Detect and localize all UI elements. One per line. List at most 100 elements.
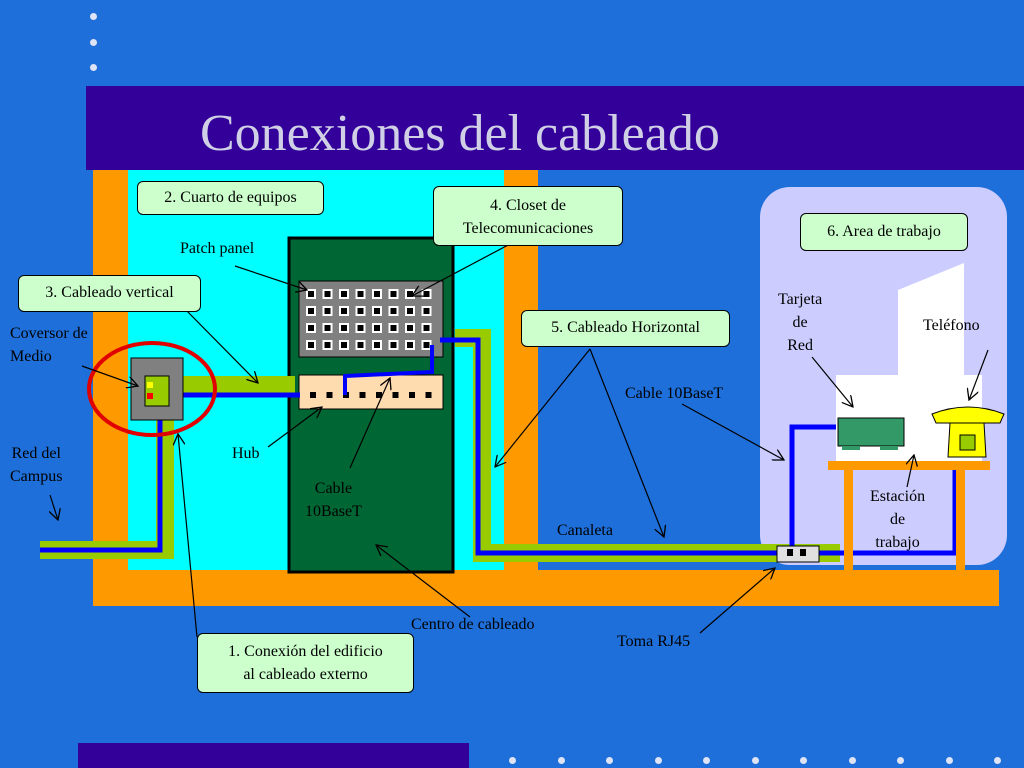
arrow: [81, 365, 138, 386]
converter-module: [144, 375, 170, 407]
label-campus-network-line1: Red del: [11, 445, 61, 462]
patch-port-jack: [324, 342, 331, 348]
label-workstation-line1: Estación: [870, 488, 926, 505]
patch-port-jack: [357, 308, 364, 314]
patch-port-jack: [374, 342, 380, 348]
label-cable-rack-line2: 10BaseT: [305, 503, 362, 520]
label-telephone: Teléfono: [923, 317, 980, 334]
arrow: [495, 348, 591, 467]
patch-port-jack: [357, 342, 364, 348]
patch-port-jack: [407, 308, 413, 314]
label-rj45-outlet: Toma RJ45: [617, 633, 691, 650]
computer-monitor: [898, 263, 964, 375]
footer-dot: [654, 757, 662, 764]
callout-telecom-closet: 4. Closet de Telecomunicaciones: [433, 186, 623, 246]
external-connection-highlight: [87, 341, 217, 437]
patch-port-jack: [308, 291, 314, 297]
arrow: [811, 356, 853, 407]
callout-external-connection: 1. Conexión del edificio al cableado ext…: [197, 633, 414, 693]
footer-bar: [78, 743, 469, 768]
footer-dot: [751, 757, 759, 764]
footer-dot: [848, 757, 856, 764]
arrow: [907, 455, 914, 488]
label-campus-network: Red del Campus: [10, 442, 62, 488]
patch-port-jack: [357, 291, 364, 297]
patch-port-jack: [423, 308, 430, 314]
label-network-card-line3: Red: [787, 337, 813, 354]
callout-external-connection-line1: 1. Conexión del edificio: [228, 643, 383, 660]
patch-port-jack: [407, 291, 413, 297]
patch-port-jack: [390, 308, 397, 314]
label-media-converter: Coversor de Medio: [10, 322, 88, 368]
footer-dot: [509, 757, 516, 764]
patch-port-jack: [341, 308, 347, 314]
wall-left: [93, 170, 128, 606]
desk-leg: [844, 470, 853, 570]
patch-port-jack: [374, 291, 380, 297]
patch-port-jack: [374, 325, 380, 331]
patch-panel: [298, 280, 444, 358]
label-media-converter-line2: Medio: [10, 348, 52, 365]
footer-dot: [800, 757, 807, 764]
patch-port-jack: [324, 325, 331, 331]
footer-dot: [557, 757, 565, 764]
callout-telecom-closet-line2: Telecomunicaciones: [462, 220, 594, 237]
campus-cable: [40, 395, 163, 553]
patch-port-jack: [390, 342, 397, 348]
arrow: [412, 243, 511, 296]
arrow: [589, 348, 664, 537]
bullet-dot: [90, 64, 97, 71]
label-campus-network-line2: Campus: [10, 468, 63, 485]
label-network-card-line2: de: [792, 314, 808, 331]
arrow: [267, 407, 322, 448]
hub: [298, 374, 444, 410]
hub-port: [326, 392, 333, 398]
label-wiring-center: Centro de cableado: [411, 616, 535, 633]
label-media-converter-line1: Coversor de: [10, 325, 88, 342]
rj45-outlet: [776, 545, 820, 563]
station-cable: [789, 424, 840, 553]
patch-port-jack: [423, 342, 430, 348]
desk-leg: [956, 470, 965, 570]
patch-panel-ports: [306, 289, 432, 350]
label-network-card-line1: Tarjeta: [778, 291, 823, 308]
hub-port: [310, 392, 316, 398]
footer-dot: [606, 757, 613, 764]
callout-equipment-room: 2. Cuarto de equipos: [137, 181, 324, 215]
label-hub: Hub: [232, 445, 260, 462]
arrow: [969, 349, 989, 400]
patch-port-jack: [308, 342, 314, 348]
patch-port-jack: [390, 325, 397, 331]
desk-top: [828, 461, 990, 470]
page-title: Conexiones del cableado: [200, 105, 720, 162]
hub-port: [392, 392, 399, 398]
patch-port-jack: [341, 325, 347, 331]
patch-port-jack: [341, 342, 347, 348]
footer-dot: [703, 757, 710, 764]
patch-port-jack: [390, 291, 397, 297]
patch-port-jack: [407, 342, 413, 348]
title-bar: [86, 86, 1024, 170]
hub-port: [359, 392, 366, 398]
footer-dot: [994, 757, 1001, 764]
label-raceway: Canaleta: [557, 522, 613, 539]
floor: [93, 570, 999, 606]
label-cable-rack: Cable 10BaseT: [305, 477, 362, 523]
patch-port-jack: [341, 291, 347, 297]
callout-external-connection-line2: al cableado externo: [243, 666, 368, 683]
callout-work-area: 6. Area de trabajo: [800, 213, 968, 251]
label-patch-panel: Patch panel: [180, 240, 255, 257]
patch-port-jack: [324, 308, 331, 314]
patch-cable: [343, 345, 434, 395]
hub-port: [425, 392, 432, 398]
arrow: [178, 434, 198, 638]
patch-port-jack: [407, 325, 413, 331]
patch-port-jack: [374, 308, 380, 314]
arrow: [182, 306, 258, 383]
arrow: [699, 568, 775, 634]
bullet-dot: [90, 13, 97, 20]
arrow: [376, 545, 471, 618]
horizontal-cable: [440, 337, 795, 556]
